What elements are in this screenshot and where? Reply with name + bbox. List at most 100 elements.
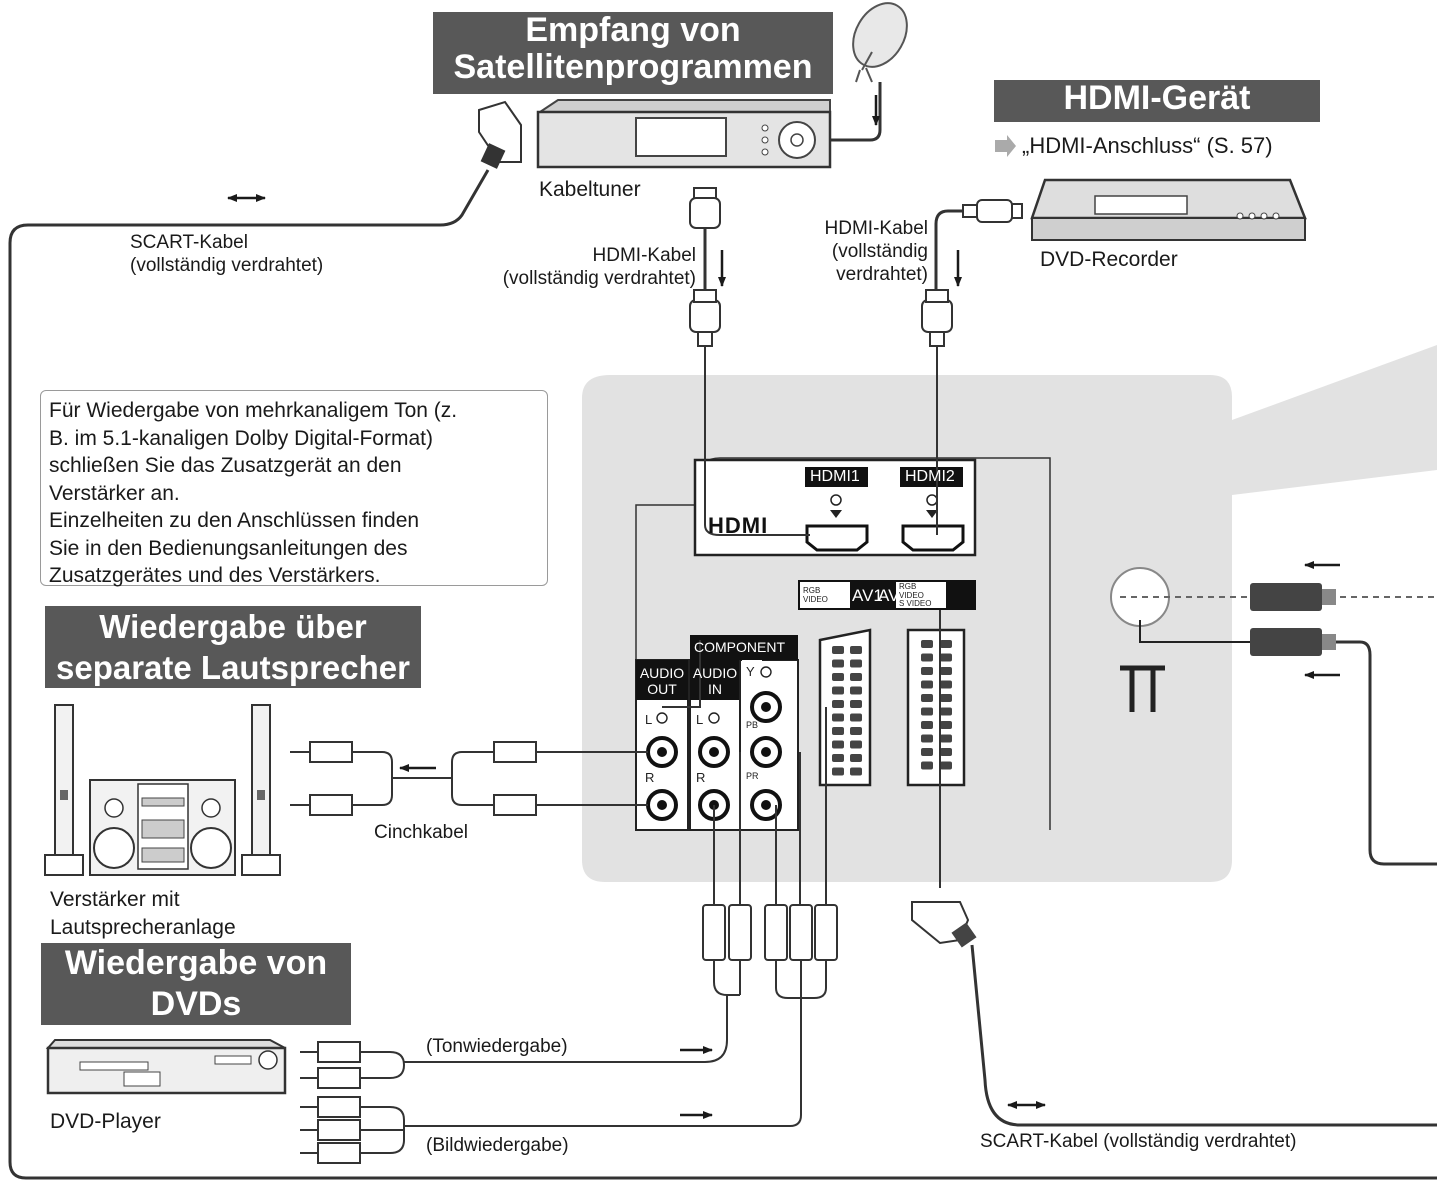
- label-rgb-av1: RGB: [803, 586, 821, 595]
- scart-pin: [832, 686, 844, 695]
- header-hdmi-device-text: HDMI-Gerät: [1063, 79, 1251, 117]
- scart-pin: [832, 659, 844, 668]
- scart-pin: [921, 734, 933, 743]
- header-satellite-line2: Satellitenprogrammen: [453, 48, 813, 87]
- label-y: Y: [746, 664, 755, 679]
- header-satellite: Empfang von Satellitenprogrammen: [433, 11, 833, 94]
- scart-pin: [921, 694, 933, 702]
- scart-pin: [832, 713, 844, 722]
- label-l-out: L: [645, 712, 653, 727]
- label-audio-in: AUDIO IN: [690, 665, 740, 697]
- header-speakers-line2: separate Lautsprecher: [56, 649, 410, 686]
- dvd-recorder-device: [1030, 178, 1307, 241]
- label-hdmi-cable-right: HDMI-Kabel (vollständig verdrahtet): [800, 218, 928, 286]
- scart-pin: [850, 740, 862, 749]
- label-hdmi2: HDMI2: [905, 468, 955, 485]
- scart-pin: [832, 646, 844, 654]
- header-dvds: Wiedergabe von DVDs: [41, 943, 351, 1025]
- label-amplifier-line2: Lautsprecheranlage: [50, 916, 236, 939]
- label-scart-cable-top: SCART-Kabel (vollständig verdrahtet): [130, 232, 323, 278]
- label-av1: AV1: [852, 586, 883, 605]
- amplifier-speaker-system: [44, 704, 281, 876]
- label-amplifier-line1: Verstärker mit: [50, 888, 180, 911]
- label-hdmi-right-line1: HDMI-Kabel: [824, 218, 928, 239]
- label-rgb-video-av1: RGB VIDEO: [803, 586, 828, 604]
- note-line: B. im 5.1-kanaligen Dolby Digital-Format…: [49, 426, 433, 450]
- label-svideo-av2: S VIDEO: [899, 599, 932, 608]
- arrow-right-icon: [995, 135, 1016, 157]
- label-video-playback: (Bildwiedergabe): [426, 1135, 569, 1156]
- label-r-out: R: [645, 770, 655, 785]
- label-hdmi-right-line2: (vollständig: [831, 240, 928, 262]
- scart-pin: [921, 721, 933, 729]
- hdmi-reference: „HDMI-Anschluss“ (S. 57): [1022, 133, 1273, 158]
- label-video-av2: VIDEO: [899, 590, 924, 600]
- note-line: schließen Sie das Zusatzgerät an den: [49, 454, 402, 477]
- scart-pin: [940, 734, 952, 743]
- label-av2: AV: [878, 586, 900, 605]
- antenna-socket: [1110, 561, 1437, 866]
- header-hdmi-device: HDMI-Gerät: [994, 79, 1320, 122]
- scart-pin: [832, 673, 844, 681]
- scart-pin: [832, 740, 844, 749]
- label-dvd-recorder: DVD-Recorder: [1040, 248, 1178, 271]
- header-dvds-line1: Wiedergabe von: [64, 944, 328, 982]
- scart-pin: [921, 748, 933, 756]
- scart-pin: [940, 748, 952, 756]
- hdmi-cable-2: [921, 199, 1023, 535]
- label-l-in: L: [696, 712, 704, 727]
- info-note-box: Für Wiedergabe von mehrkanaligem Ton (z.…: [40, 390, 548, 587]
- scart-plug-bottom: [911, 610, 1437, 1127]
- label-cinch-cable: Cinchkabel: [374, 822, 468, 843]
- scart-pin: [940, 640, 952, 648]
- label-audio-out-line2: OUT: [647, 681, 677, 697]
- label-audio-in-line1: AUDIO: [692, 665, 738, 681]
- note-line: Für Wiedergabe von mehrkanaligem Ton (z.: [49, 399, 458, 422]
- label-cable-tuner: Kabeltuner: [539, 178, 641, 201]
- label-hdmi-right-line3: verdrahtet): [836, 263, 928, 285]
- scart-pin: [921, 653, 933, 662]
- hdmi-cable-1: [689, 187, 810, 536]
- scart-pin: [850, 713, 862, 722]
- label-hdmi-left-line1: HDMI-Kabel: [592, 245, 696, 266]
- header-speakers: Wiedergabe über separate Lautsprecher: [45, 606, 421, 688]
- note-line: Einzelheiten zu den Anschlüssen finden: [49, 509, 420, 532]
- cable-tuner-device: [536, 99, 832, 169]
- hdmi-logo: HDMI: [708, 513, 769, 538]
- label-rgb-video-av2: RGB VIDEO S VIDEO: [899, 582, 932, 609]
- scart-pin: [940, 653, 952, 662]
- label-audio-out: AUDIO OUT: [636, 665, 688, 697]
- label-scart-top-line1: SCART-Kabel: [130, 232, 248, 253]
- scart-pin: [850, 686, 862, 695]
- scart-pin: [850, 659, 862, 668]
- label-audio-playback: (Tonwiedergabe): [426, 1036, 568, 1057]
- label-audio-out-line1: AUDIO: [639, 665, 685, 681]
- scart-terminals: [798, 580, 976, 787]
- label-audio-in-line2: IN: [708, 681, 722, 697]
- label-dvd-player: DVD-Player: [50, 1110, 161, 1133]
- scart-pin: [940, 707, 952, 716]
- header-dvds-line2: DVDs: [150, 985, 242, 1023]
- scart-pin: [850, 727, 862, 735]
- scart-pin: [940, 667, 952, 675]
- hdmi-terminal-block: [693, 458, 977, 557]
- note-line: Sie in den Bedienungsanleitungen des: [49, 536, 408, 560]
- scart-pin: [921, 667, 933, 675]
- scart-pin: [832, 727, 844, 735]
- scart-pin: [940, 694, 952, 702]
- scart-pin: [850, 700, 862, 708]
- rca-jacks: [646, 666, 782, 821]
- scart-pin: [921, 640, 933, 648]
- header-speakers-line1: Wiedergabe über: [99, 608, 367, 645]
- scart-pin: [832, 700, 844, 708]
- scart-pin: [832, 754, 844, 762]
- label-r-in: R: [696, 770, 706, 785]
- scart-pin: [921, 761, 933, 770]
- header-satellite-line1: Empfang von: [525, 11, 741, 49]
- label-scart-top-line2: (vollständig verdrahtet): [130, 254, 324, 276]
- cinch-cables: [290, 741, 648, 816]
- label-hdmi-cable-left: HDMI-Kabel (vollständig verdrahtet): [470, 245, 696, 291]
- scart-pin: [921, 707, 933, 716]
- note-line: Verstärker an.: [49, 481, 180, 505]
